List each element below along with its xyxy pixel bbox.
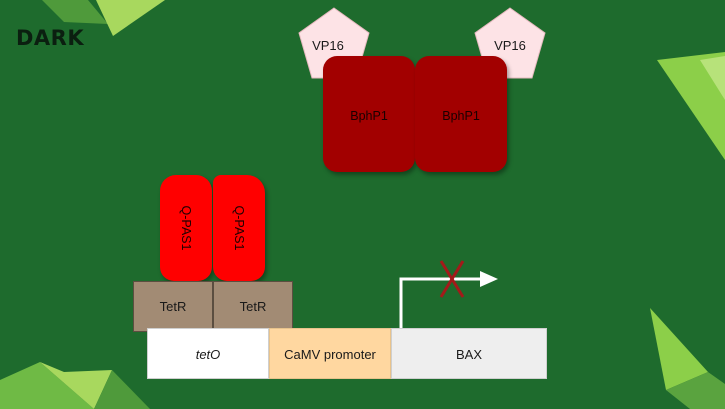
bphp1-left-label: BphP1 — [350, 109, 388, 123]
blocked-cross-icon-stroke2 — [439, 260, 465, 298]
tetr-right: TetR — [213, 281, 293, 332]
bphp1-left: BphP1 — [323, 56, 415, 172]
arrow-head-icon — [480, 271, 498, 287]
qpas1-right: Q-PAS1 — [213, 175, 265, 281]
qpas1-left: Q-PAS1 — [160, 175, 212, 281]
bphp1-right: BphP1 — [415, 56, 507, 172]
vp16-right-label: VP16 — [494, 38, 526, 53]
teto-label: tetO — [195, 347, 221, 362]
tetr-right-label: TetR — [239, 299, 267, 314]
transcription-start-arrow — [399, 277, 482, 328]
bax-gene-segment: BAX — [391, 328, 547, 379]
camv-promoter-segment: CaMV promoter — [269, 328, 391, 379]
condition-title: DARK — [16, 26, 85, 50]
tetr-left-label: TetR — [159, 299, 187, 314]
bax-label: BAX — [455, 347, 482, 362]
bphp1-right-label: BphP1 — [442, 109, 480, 123]
vp16-left-label: VP16 — [312, 38, 344, 53]
tetr-left: TetR — [133, 281, 213, 332]
teto-operator-segment: tetO — [147, 328, 269, 379]
camv-promoter-label: CaMV promoter — [284, 347, 376, 362]
